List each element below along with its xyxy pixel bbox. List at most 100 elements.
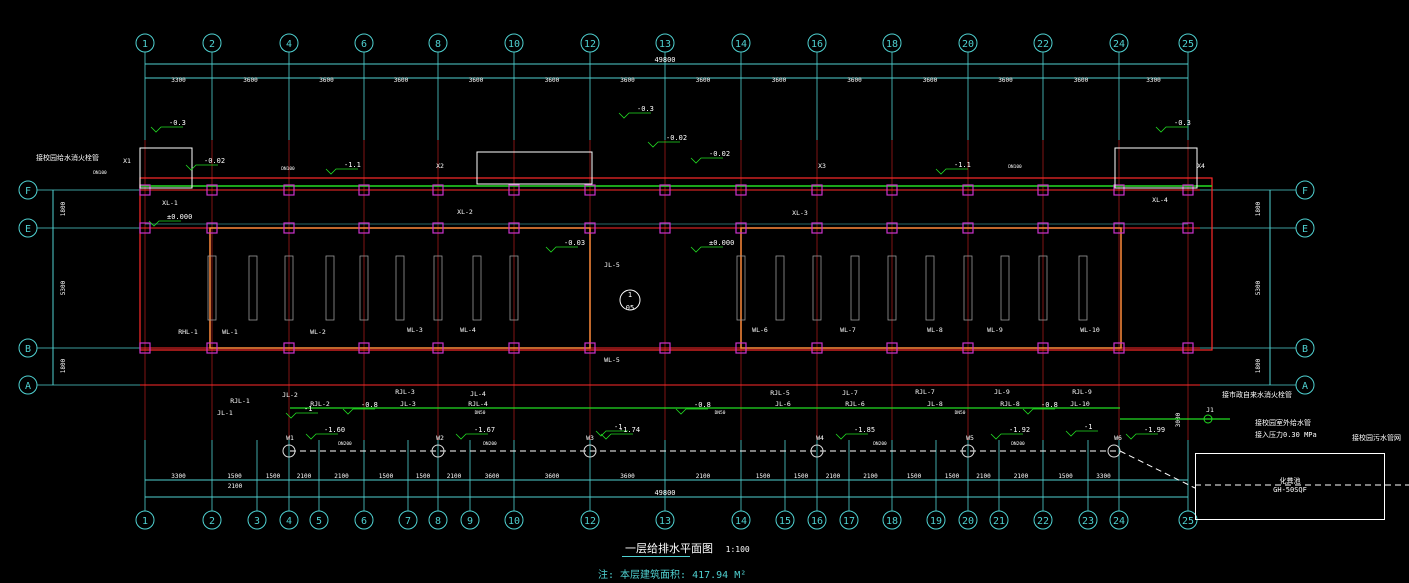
elevation-label: -0.03 <box>564 239 585 247</box>
toilet-stall <box>1078 255 1088 321</box>
dimension-bottom: 2100 <box>297 473 312 480</box>
pipe-label: JL-4 <box>470 390 486 398</box>
pipe-label: W6 <box>1114 434 1122 442</box>
elevation-marker <box>455 433 488 440</box>
structural-column <box>735 342 747 354</box>
dimension-top: 3600 <box>696 77 711 84</box>
elevation-marker <box>675 408 708 415</box>
dimension-bottom: 1500 <box>756 473 771 480</box>
dimension-bottom: 2100 <box>863 473 878 480</box>
pipe-label: RJL-5 <box>770 389 790 397</box>
pipe-label: RJL-8 <box>1000 400 1020 408</box>
axis-bubble-bottom-10-label: 10 <box>508 516 520 527</box>
elevation-marker <box>835 433 868 440</box>
structural-column <box>886 184 898 196</box>
elevation-label: -1 <box>614 423 622 431</box>
dimension-top: 3600 <box>469 77 484 84</box>
axis-bubble-top-13-label: 13 <box>659 39 671 50</box>
drawing-scale: 1:100 <box>725 545 750 554</box>
pipe-label: RJL-9 <box>1072 388 1092 396</box>
pipe-label: JL-10 <box>1070 400 1090 408</box>
axis-bubble-top-22-label: 22 <box>1037 39 1049 50</box>
dimension-right: 1800 <box>1255 358 1262 373</box>
toilet-stall <box>812 255 822 321</box>
septic-tank-name: 化粪池 <box>1279 477 1301 485</box>
pipe-label: WL-1 <box>222 328 238 336</box>
structural-column <box>1113 342 1125 354</box>
structural-column <box>886 222 898 234</box>
structural-column <box>508 184 520 196</box>
pipe-label: XL-2 <box>457 208 473 216</box>
dimension-bottom: 2100 <box>826 473 841 480</box>
septic-tank[interactable]: 化粪池 GH-50SQF <box>1195 453 1385 520</box>
axis-bubble-left-A-label: A <box>25 381 31 392</box>
axis-bubble-top-10-label: 10 <box>508 39 520 50</box>
dimension-left: 5300 <box>60 280 67 295</box>
elevation-marker <box>342 408 375 415</box>
elevation-label: -1.74 <box>619 426 640 434</box>
axis-bubble-top-1-label: 1 <box>142 39 148 50</box>
title-underline <box>622 556 690 557</box>
toilet-stall <box>963 255 973 321</box>
structural-column <box>962 184 974 196</box>
structural-column <box>1037 342 1049 354</box>
dimension-bottom: 2100 <box>976 473 991 480</box>
elevation-marker <box>1065 430 1098 437</box>
pipe-label: RJL-2 <box>310 400 330 408</box>
detail-callout-top: 1 <box>628 291 632 299</box>
structural-column <box>811 184 823 196</box>
right-connection-note-1: 接市政自来水消火栓管 <box>1222 391 1292 399</box>
dimension-bottom: 3600 <box>620 473 635 480</box>
structural-column <box>811 222 823 234</box>
pipe-label: WL-9 <box>987 326 1003 334</box>
dimension-bottom: 1500 <box>794 473 809 480</box>
structural-column <box>432 184 444 196</box>
structural-column <box>432 222 444 234</box>
axis-bubble-bottom-3-label: 3 <box>254 516 260 527</box>
dimension-left: 1800 <box>60 201 67 216</box>
toilet-stall <box>359 255 369 321</box>
elevation-label: ±0.000 <box>167 213 192 221</box>
axis-bubble-top-20-label: 20 <box>962 39 974 50</box>
toilet-stall <box>248 255 258 321</box>
structural-column <box>432 342 444 354</box>
dimension-bottom: 2100 <box>1014 473 1029 480</box>
dimension-top: 3600 <box>923 77 938 84</box>
structural-column <box>139 184 151 196</box>
pipe-label: DN50 <box>715 410 726 416</box>
pipe-label: WL-4 <box>460 326 476 334</box>
elevation-label: -1.1 <box>954 161 971 169</box>
elevation-label: ±0.000 <box>709 239 734 247</box>
elevation-marker <box>618 112 651 119</box>
elevation-label: -0.02 <box>666 134 687 142</box>
dimension-bottom: 1500 <box>227 473 242 480</box>
axis-bubble-right-F-label: F <box>1302 186 1308 197</box>
elevation-label: -1.92 <box>1009 426 1030 434</box>
elevation-marker <box>595 430 628 437</box>
structural-column <box>283 184 295 196</box>
stair-landing-right <box>1114 147 1198 189</box>
structural-column <box>1113 222 1125 234</box>
elevation-label: -1.85 <box>854 426 875 434</box>
axis-bubble-top-6-label: 6 <box>361 39 367 50</box>
area-note: 注: 本层建筑面积: 417.94 M² <box>598 570 747 581</box>
structural-column <box>206 222 218 234</box>
toilet-stall <box>509 255 519 321</box>
drawing-title-text: 一层给排水平面图 <box>625 542 713 555</box>
pipe-label: JL-1 <box>217 409 233 417</box>
stair-landing-left <box>139 147 193 189</box>
axis-bubble-bottom-23-label: 23 <box>1082 516 1094 527</box>
structural-column <box>358 342 370 354</box>
structural-column <box>962 342 974 354</box>
pipe-label: W5 <box>966 434 974 442</box>
elevation-label: -1 <box>304 405 312 413</box>
elevation-marker <box>325 168 358 175</box>
elevation-label: -1.60 <box>324 426 345 434</box>
axis-bubble-bottom-17-label: 17 <box>843 516 855 527</box>
toilet-stall <box>1038 255 1048 321</box>
sewer-to-septic <box>1119 450 1196 489</box>
rooms-block-left <box>209 227 591 349</box>
axis-bubble-top-8-label: 8 <box>435 39 441 50</box>
axis-bubble-bottom-6-label: 6 <box>361 516 367 527</box>
